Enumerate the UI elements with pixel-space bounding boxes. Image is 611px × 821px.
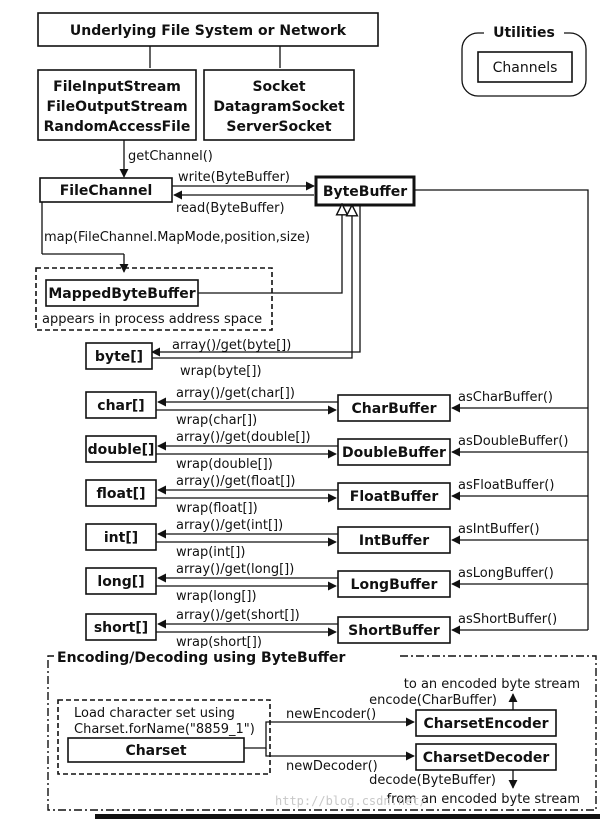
- char-buffer-label: CharBuffer: [352, 401, 437, 417]
- double-get-label: array()/get(double[]): [176, 430, 311, 445]
- charset-decoder-label: CharsetDecoder: [423, 750, 550, 766]
- mapped-byte-buffer-label: MappedByteBuffer: [48, 286, 195, 302]
- float-array-label: float[]: [97, 486, 146, 502]
- new-decoder-arrow: [265, 748, 415, 761]
- file-channel-label: FileChannel: [60, 183, 153, 199]
- buffer-rows: char[] CharBuffer array()/get(char[]) wrap(…: [85, 386, 588, 650]
- socket-label-2: ServerSocket: [226, 119, 331, 135]
- to-stream-label: to an encoded byte stream: [404, 677, 580, 692]
- utilities-title: Utilities: [493, 25, 555, 41]
- short-array-label: short[]: [94, 620, 148, 636]
- as-buffer-trunk: [414, 189, 589, 630]
- float-array-box: [85, 479, 157, 507]
- stream-label-1: FileOutputStream: [46, 99, 187, 115]
- filesystem-label: Underlying File System or Network: [70, 23, 347, 39]
- float-get-label: array()/get(float[]): [176, 474, 295, 489]
- load-line-2: Charset.forName("8859_1"): [74, 722, 255, 737]
- float-buffer-box: [337, 482, 451, 510]
- encode-label: encode(CharBuffer): [369, 693, 497, 708]
- from-stream-label: from an encoded byte stream: [387, 792, 580, 807]
- byte-buffer-box: [314, 175, 416, 207]
- load-line-1: Load character set using: [74, 706, 235, 721]
- long-get-label: array()/get(long[]): [176, 562, 294, 577]
- float-as-label: asFloatBuffer(): [458, 478, 554, 493]
- int-array-box: [85, 523, 157, 551]
- char-buffer-box: [337, 394, 451, 422]
- channels-label: Channels: [493, 60, 558, 76]
- double-wrap-label: wrap(double[]): [176, 457, 273, 472]
- sockets-box: [203, 69, 355, 141]
- encoding-title-bg: [54, 648, 400, 666]
- short-buffer-label: ShortBuffer: [348, 623, 440, 639]
- get-channel-label: getChannel(): [128, 149, 213, 164]
- new-encoder-label: newEncoder(): [286, 707, 376, 722]
- short-array-box: [85, 613, 157, 641]
- byte-get-label: array()/get(byte[]): [172, 338, 291, 353]
- watermark: http://blog.csdn.net/: [275, 794, 427, 808]
- byte-array-label: byte[]: [95, 349, 143, 365]
- mapped-byte-buffer-box: [45, 279, 199, 307]
- byte-get-line: [151, 205, 361, 357]
- byte-array-box: [85, 342, 153, 370]
- char-array-box: [85, 391, 157, 419]
- map-label: map(FileChannel.MapMode,position,size): [44, 230, 310, 245]
- short-get-label: array()/get(short[]): [176, 608, 300, 623]
- file-channel-box: [39, 177, 173, 203]
- mapped-note: appears in process address space: [42, 312, 262, 327]
- double-array-box: [85, 435, 157, 463]
- char-array-label: char[]: [97, 398, 144, 414]
- decode-label: decode(ByteBuffer): [369, 773, 496, 788]
- short-as-label: asShortBuffer(): [458, 612, 557, 627]
- long-buffer-label: LongBuffer: [351, 577, 438, 593]
- long-array-label: long[]: [97, 574, 144, 590]
- byte-wrap-line: [152, 205, 352, 359]
- short-wrap-label: wrap(short[]): [176, 635, 262, 650]
- double-buffer-label: DoubleBuffer: [342, 445, 446, 461]
- write-label: write(ByteBuffer): [178, 170, 290, 185]
- socket-label-0: Socket: [252, 79, 305, 95]
- int-wrap-label: wrap(int[]): [176, 545, 245, 560]
- long-buffer-box: [337, 570, 451, 598]
- stream-label-0: FileInputStream: [53, 79, 181, 95]
- double-as-label: asDoubleBuffer(): [458, 434, 568, 449]
- utilities-title-bg: [484, 22, 564, 40]
- mapped-inherit-line: [198, 204, 342, 294]
- socket-label-1: DatagramSocket: [213, 99, 345, 115]
- long-as-label: asLongBuffer(): [458, 566, 554, 581]
- read-label: read(ByteBuffer): [176, 201, 285, 216]
- encoding-title: Encoding/Decoding using ByteBuffer: [57, 650, 346, 666]
- byte-wrap-label: wrap(byte[]): [180, 364, 262, 379]
- char-get-label: array()/get(char[]): [176, 386, 295, 401]
- charset-label: Charset: [125, 743, 186, 759]
- new-decoder-label: newDecoder(): [286, 759, 378, 774]
- long-wrap-label: wrap(long[]): [176, 589, 257, 604]
- int-as-label: asIntBuffer(): [458, 522, 540, 537]
- int-array-label: int[]: [104, 530, 138, 546]
- charset-box: [67, 737, 245, 763]
- mapped-group: [35, 267, 273, 331]
- double-array-label: double[]: [88, 442, 155, 458]
- long-array-box: [85, 567, 157, 595]
- short-buffer-box: [337, 616, 451, 644]
- byte-buffer-label: ByteBuffer: [323, 184, 407, 200]
- int-buffer-label: IntBuffer: [359, 533, 429, 549]
- load-charset-group: [57, 699, 271, 775]
- charset-encoder-label: CharsetEncoder: [424, 716, 549, 732]
- stream-label-2: RandomAccessFile: [44, 119, 191, 135]
- filesystem-box: [37, 12, 379, 47]
- int-get-label: array()/get(int[]): [176, 518, 283, 533]
- charset-encoder-box: [415, 709, 557, 737]
- char-as-label: asCharBuffer(): [458, 390, 553, 405]
- charset-decoder-box: [415, 743, 557, 771]
- float-buffer-label: FloatBuffer: [350, 489, 439, 505]
- channels-box: [477, 51, 573, 83]
- new-encoder-arrow: [244, 717, 415, 749]
- double-buffer-box: [337, 438, 451, 466]
- bottom-bar: [95, 814, 600, 819]
- float-wrap-label: wrap(float[]): [176, 501, 258, 516]
- char-wrap-label: wrap(char[]): [176, 413, 257, 428]
- int-buffer-box: [337, 526, 451, 554]
- streams-box: [37, 69, 197, 141]
